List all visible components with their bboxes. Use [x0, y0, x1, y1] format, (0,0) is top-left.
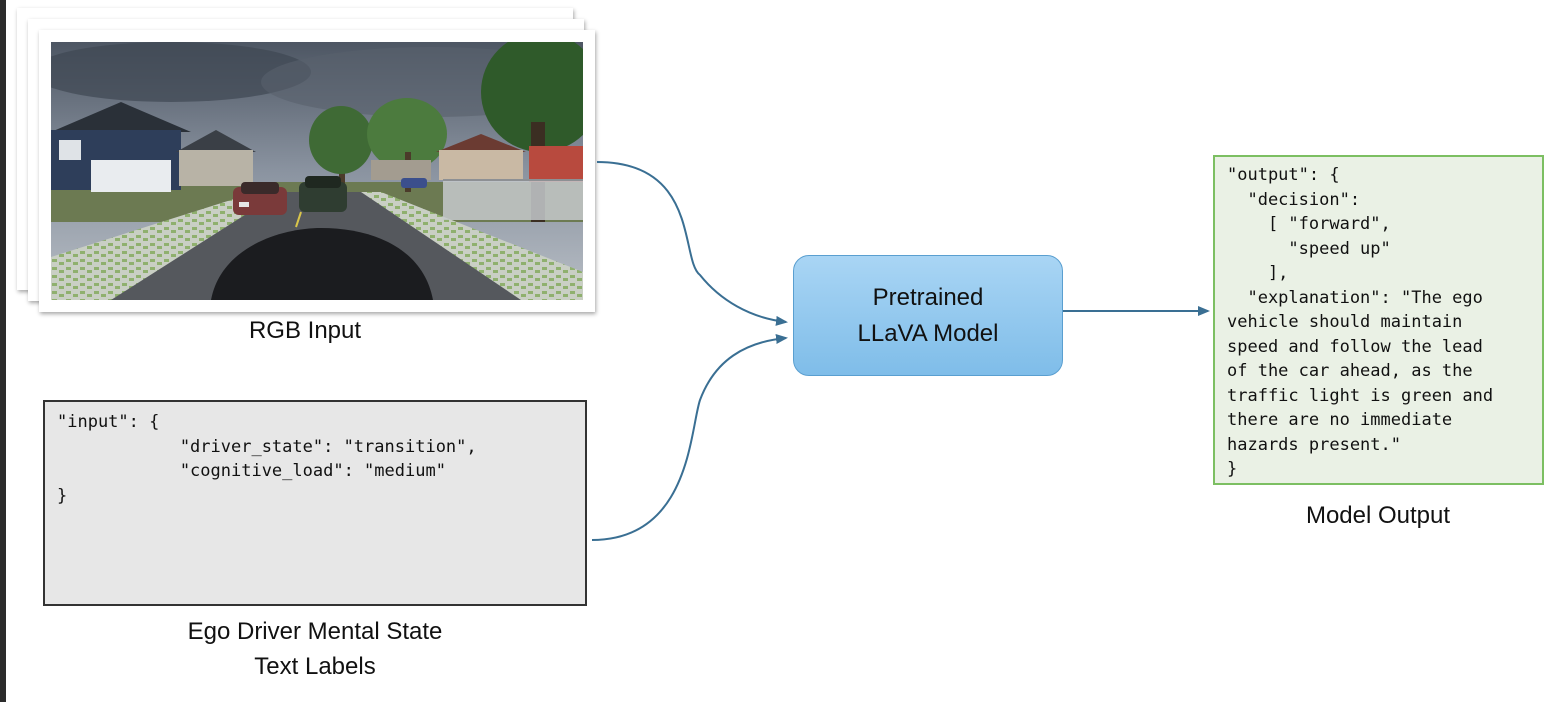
model-output-code: "output": { "decision": [ "forward", "sp…	[1227, 165, 1494, 479]
fence-right	[443, 179, 583, 220]
driver-state-label-line2: Text Labels	[254, 653, 376, 680]
house-left	[51, 102, 191, 192]
rgb-frame-stack	[17, 8, 597, 318]
rgb-frame-front	[39, 30, 595, 312]
window-edge	[0, 0, 6, 702]
driver-state-input-box: "input": { "driver_state": "transition",…	[43, 400, 587, 606]
driver-state-code: "input": { "driver_state": "transition",…	[57, 412, 477, 506]
llava-model-box: Pretrained LLaVA Model	[793, 255, 1063, 376]
rgb-input-label: RGB Input	[248, 317, 362, 344]
tree-left	[309, 98, 447, 192]
driving-scene-image	[51, 42, 583, 300]
houses-right	[371, 134, 583, 182]
car-green	[299, 176, 347, 212]
car-blue	[401, 178, 427, 188]
arrow-rgb-to-model	[596, 161, 788, 326]
arrow-state-to-model	[591, 333, 788, 541]
driver-state-label-line1: Ego Driver Mental State	[187, 618, 443, 645]
model-output-box: "output": { "decision": [ "forward", "sp…	[1213, 155, 1544, 485]
ego-car-hood	[211, 228, 433, 300]
model-output-label: Model Output	[1305, 502, 1451, 529]
car-red	[233, 182, 287, 215]
house-middle	[176, 130, 256, 186]
model-title: Pretrained LLaVA Model	[857, 283, 999, 347]
